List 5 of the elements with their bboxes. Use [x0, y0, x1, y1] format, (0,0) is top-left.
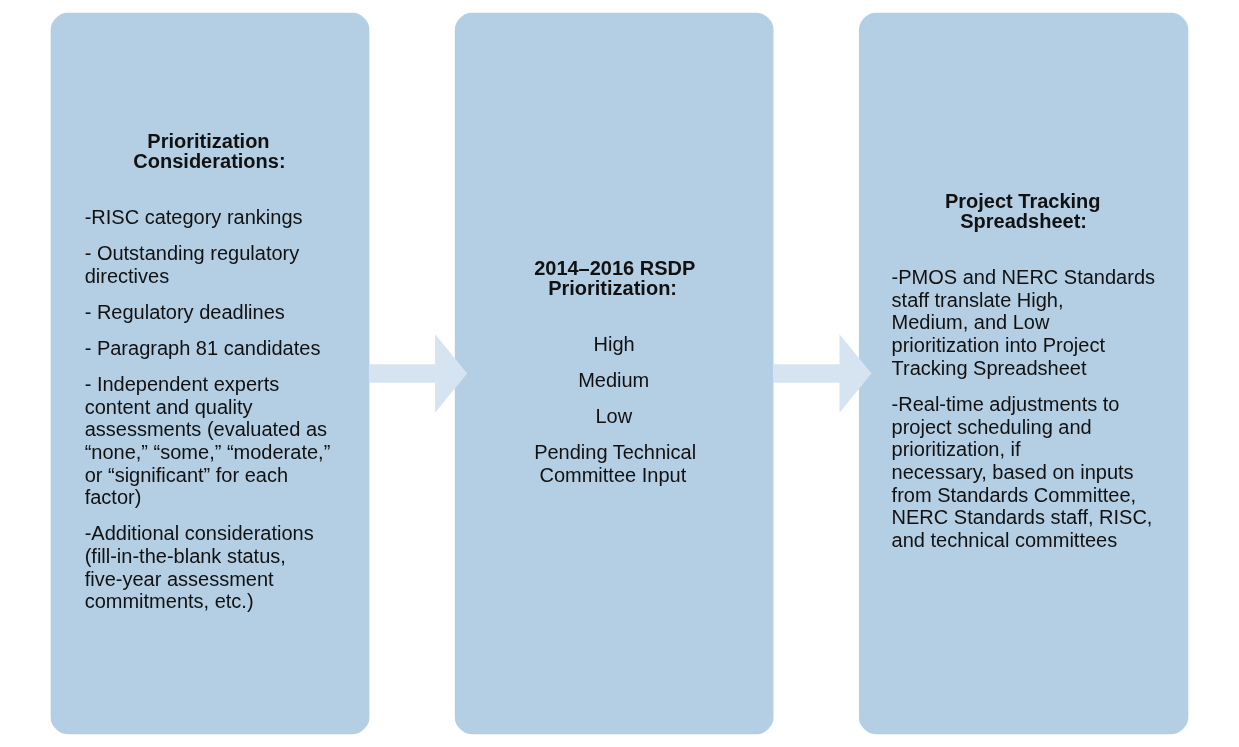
node-box: Project Tracking Spreadsheet: -PMOS and NERC Standards staff translate High, Medium, and Low prioritization into Project Tracking Spreadsheet -Real-time adjustments to project scheduling and prioritization, if necessary, based on inputs from Standards Committee, NERC Standards staff, RISC, and technical committees [858, 12, 1189, 735]
arrow [368, 334, 468, 413]
node-box: Prioritization Considerations: -RISC category rankings - Outstanding regulatory directives - Regulatory deadlines - Paragraph 81 candidates - Independent experts content and quality assessments (evaluated as “none,” “some,” “moderate,” or “significant” for each factor) -Additional considerations (fill-in-the-blank status, five-year assessment commitments, etc.) [50, 12, 370, 735]
node-box: 2014–2016 RSDP Prioritization: High Medium Low Pending Technical Committee Input [454, 12, 774, 735]
arrow [773, 334, 872, 413]
